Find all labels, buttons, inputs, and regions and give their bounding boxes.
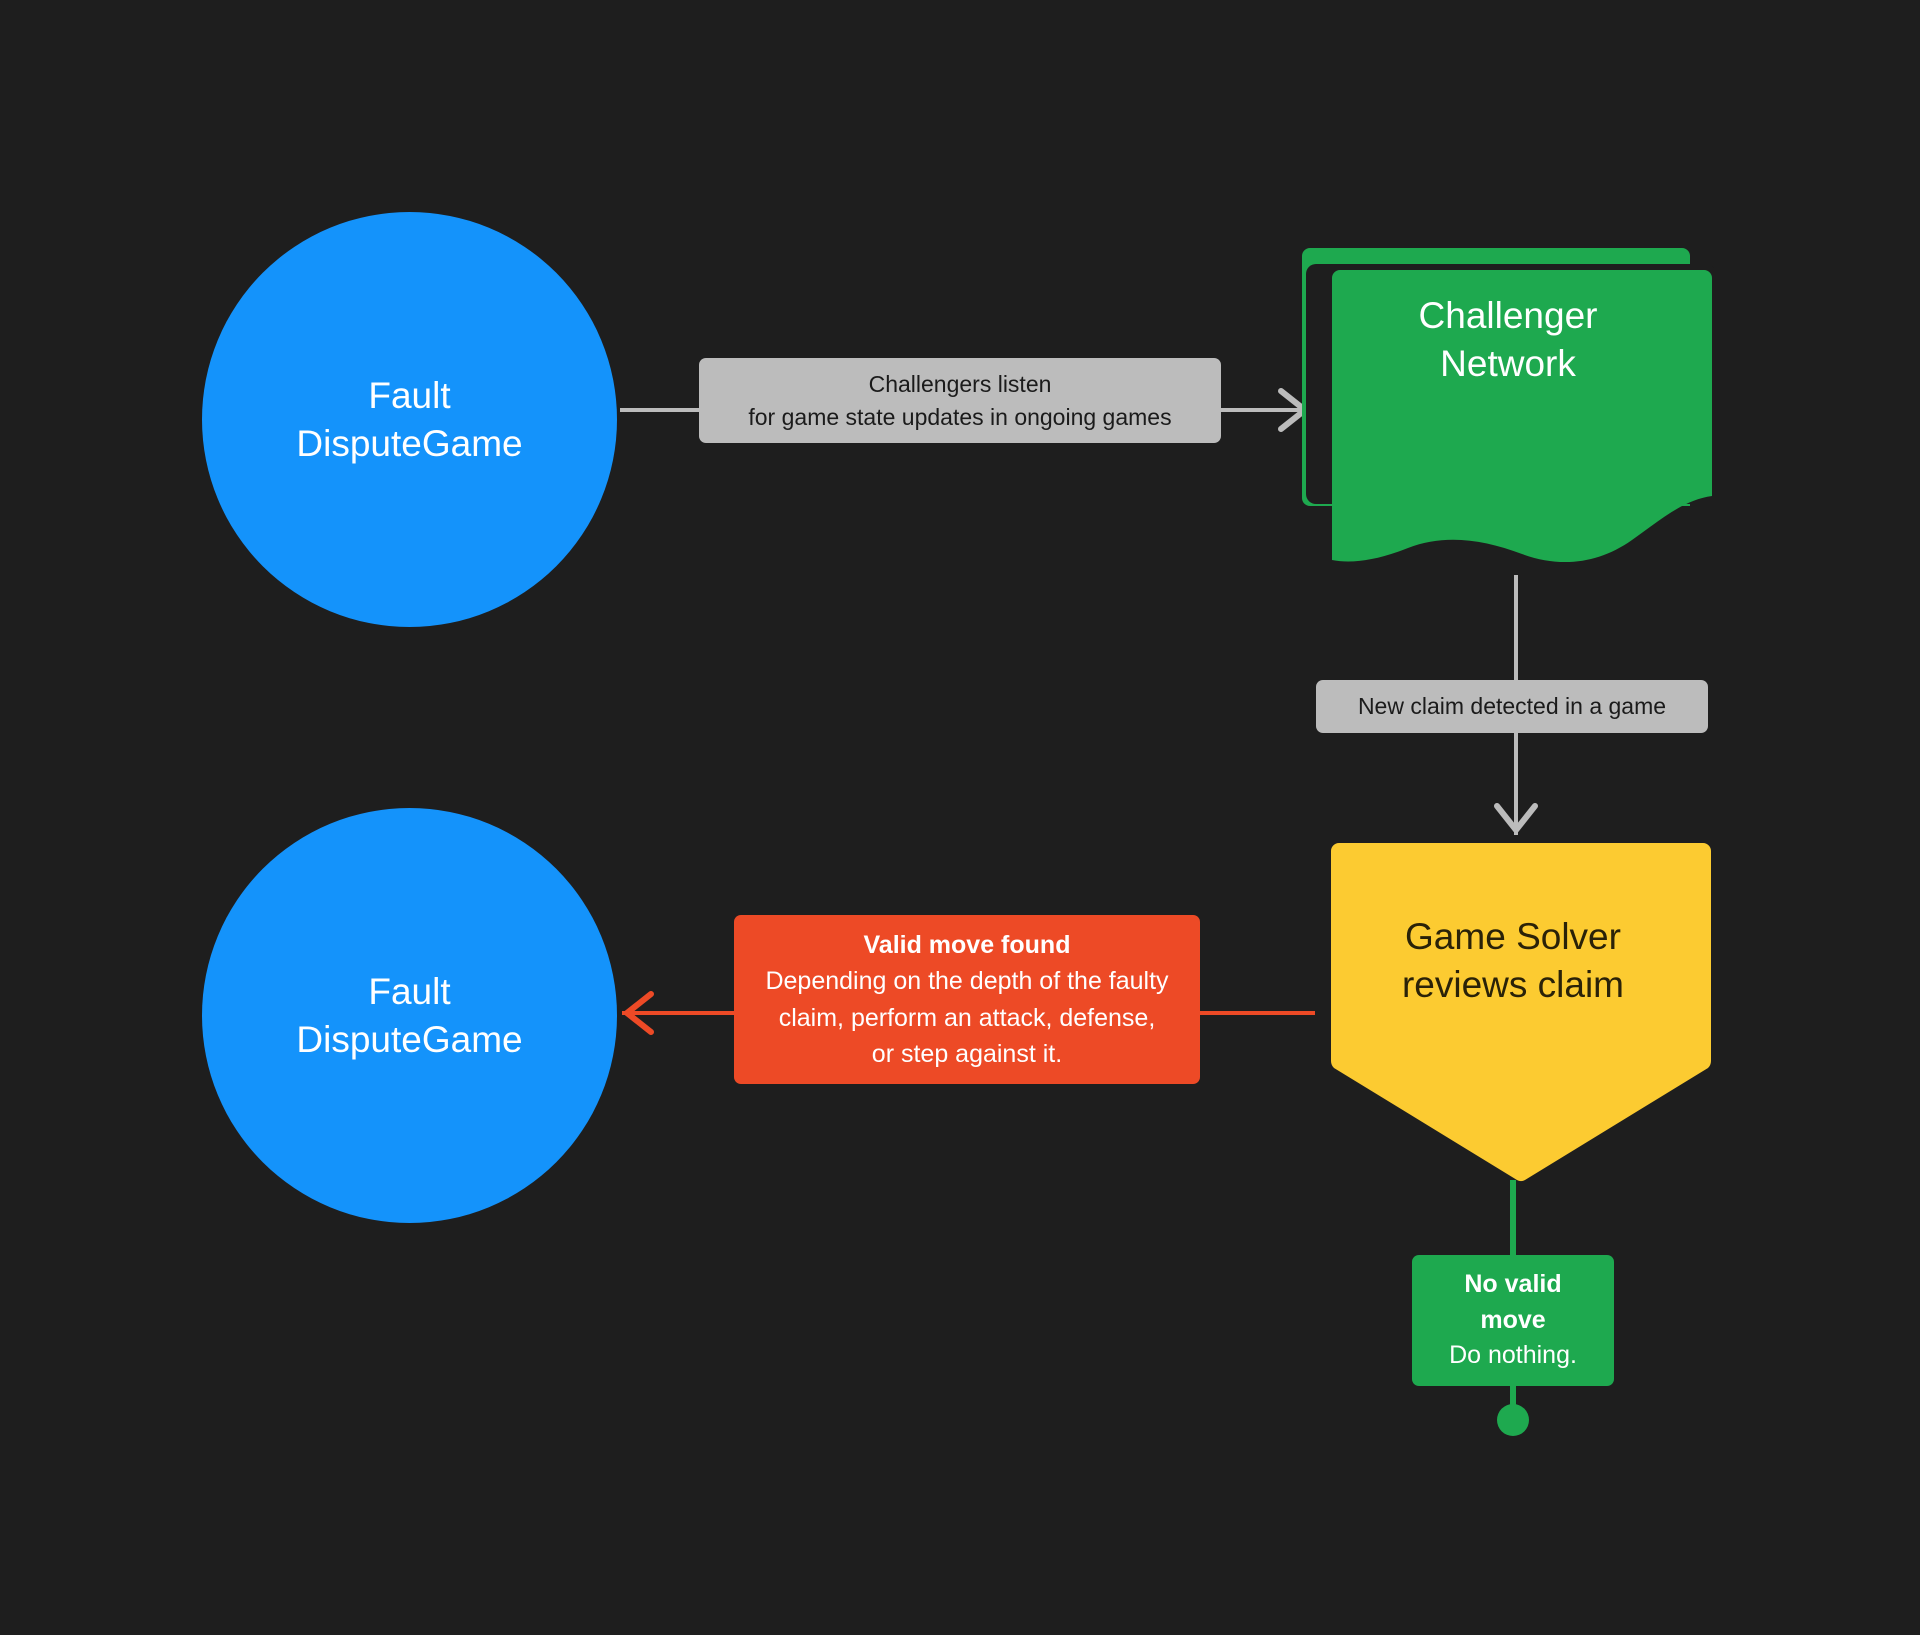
terminator-dot bbox=[1497, 1404, 1529, 1436]
multi-document-icon bbox=[1302, 248, 1716, 563]
edge-label-no-valid-move: No valid move Do nothing. bbox=[1412, 1255, 1614, 1386]
shield-pentagon-shape bbox=[1323, 843, 1711, 1182]
node-challenger-network[interactable]: Challenger Network bbox=[1298, 236, 1718, 566]
node-fault-disputegame-bottom[interactable]: Fault DisputeGame bbox=[202, 808, 617, 1223]
edge-label-new-claim-detected: New claim detected in a game bbox=[1316, 680, 1708, 733]
node-fault-disputegame-bottom-label: Fault DisputeGame bbox=[296, 971, 523, 1060]
node-fault-disputegame-top[interactable]: Fault DisputeGame bbox=[202, 212, 617, 627]
edge-label-valid-move-found: Valid move found Depending on the depth … bbox=[734, 915, 1200, 1084]
node-fault-disputegame-top-label: Fault DisputeGame bbox=[296, 375, 523, 464]
node-game-solver[interactable]: Game Solver reviews claim bbox=[1313, 835, 1713, 1185]
edge-label-challengers-listen: Challengers listen for game state update… bbox=[699, 358, 1221, 444]
